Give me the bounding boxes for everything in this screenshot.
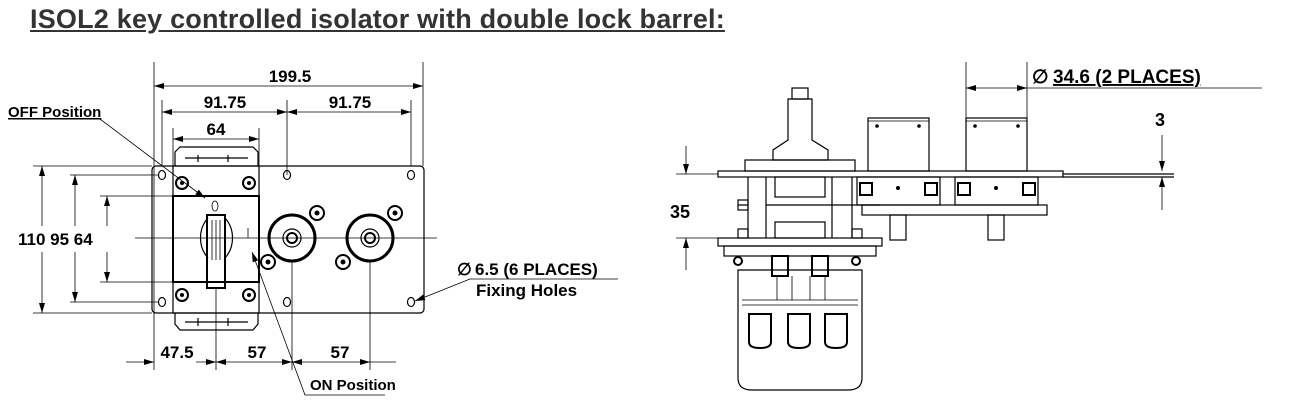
- off-position-label: OFF Position: [8, 104, 101, 121]
- terminal: [787, 313, 811, 350]
- dim-overall-width: 199.5: [269, 67, 312, 86]
- screw-icon: [387, 205, 403, 221]
- dim-plate-thickness: 3: [1155, 110, 1165, 130]
- dim-hole-pitch-right: 91.75: [329, 93, 372, 112]
- dim-depth: 35: [670, 202, 690, 222]
- side-view: 35 3 ∅ 34.6 (2 PLACES): [670, 62, 1262, 391]
- barrel-shaft: [987, 214, 1005, 241]
- terminal: [824, 313, 848, 350]
- switch-face: [172, 195, 260, 283]
- screws: [175, 176, 403, 302]
- screw-icon: [175, 288, 189, 302]
- dim-bottom-3: 57: [331, 343, 350, 362]
- page-title: ISOL2 key controlled isolator with doubl…: [30, 4, 725, 34]
- barrel-body-right: [954, 176, 1039, 206]
- fixing-hole: [406, 169, 416, 181]
- screw-icon: [175, 176, 189, 190]
- lower-plate: [717, 237, 883, 247]
- fixing-hole: [157, 169, 167, 181]
- fixing-holes-note: Fixing Holes: [476, 281, 577, 300]
- screw-icon: [242, 288, 256, 302]
- fixing-hole-callout: ∅ 6.5 (6 PLACES) Fixing Holes: [414, 260, 618, 302]
- dimensions: 199.5 91.75 91.75 64 110 95 64 47.5 57 5…: [18, 62, 424, 370]
- fixing-hole: [157, 296, 167, 308]
- on-position-label: ON Position: [310, 377, 396, 394]
- dim-hole-pitch-left: 91.75: [204, 93, 247, 112]
- off-indicator: [211, 200, 219, 212]
- dim-bottom-2: 57: [248, 343, 267, 362]
- diameter-symbol: ∅: [1032, 67, 1049, 88]
- panel-plate: [717, 170, 1064, 178]
- barrel-spec: 34.6 (2 PLACES): [1053, 67, 1201, 88]
- terminal: [748, 313, 772, 350]
- handle-base: [744, 159, 856, 172]
- fixing-hole: [406, 296, 416, 308]
- screw-icon: [260, 254, 276, 270]
- fixing-hole: [282, 296, 292, 308]
- on-position-callout: ON Position: [251, 251, 396, 396]
- dim-bottom-1: 47.5: [160, 343, 193, 362]
- front-view: 199.5 91.75 91.75 64 110 95 64 47.5 57 5…: [8, 62, 618, 396]
- barrel-body-left: [856, 176, 941, 206]
- diameter-symbol: ∅: [457, 260, 472, 279]
- handle-stem: [772, 98, 829, 161]
- hole-spec: 6.5 (6 PLACES): [475, 260, 598, 279]
- terminals: [748, 313, 848, 350]
- handle-grip: [211, 220, 221, 260]
- screw-icon: [335, 254, 351, 270]
- off-position-callout: OFF Position: [8, 104, 206, 199]
- mounting-plate: [151, 165, 425, 314]
- dim-switch-width: 64: [207, 120, 226, 139]
- bottom-bracket: [174, 313, 259, 331]
- dim-heights: 110 95 64: [18, 230, 93, 249]
- screw-icon: [309, 205, 325, 221]
- handle-tip: [791, 87, 809, 100]
- top-bracket: [174, 146, 259, 166]
- barrel-shaft: [889, 214, 907, 241]
- switch-body-side: [737, 269, 863, 391]
- screw-icon: [242, 176, 256, 190]
